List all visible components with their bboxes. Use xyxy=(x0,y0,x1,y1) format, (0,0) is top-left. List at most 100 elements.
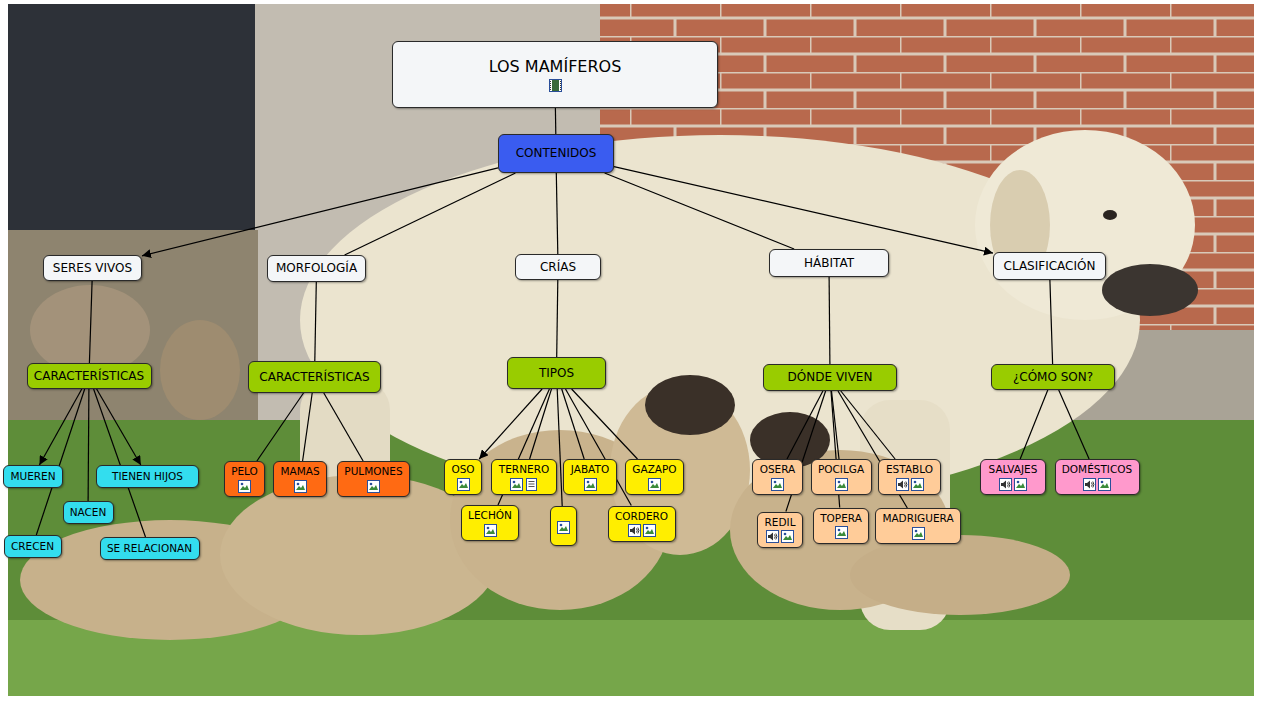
icon-hill xyxy=(586,483,595,488)
concept-label: LECHÓN xyxy=(468,509,512,522)
concept-box: PELO xyxy=(224,461,265,497)
img-icon xyxy=(835,526,848,539)
icon-frame xyxy=(649,478,661,490)
snd-icon xyxy=(896,478,909,491)
concept-label: POCILGA xyxy=(818,463,864,476)
resource-icons xyxy=(766,530,794,543)
resource-icons xyxy=(896,478,924,491)
icon-hill xyxy=(512,483,521,488)
connector xyxy=(97,389,141,465)
icon-sun xyxy=(913,480,916,483)
icon-sun xyxy=(241,482,244,485)
concept-box: ESTABLO xyxy=(878,459,941,495)
icon-frame xyxy=(643,525,655,537)
puppy-head xyxy=(645,375,735,435)
img-icon xyxy=(771,478,784,491)
icon-speaker xyxy=(1085,480,1090,488)
concept-box: SERES VIVOS xyxy=(43,255,142,281)
connector xyxy=(142,168,498,256)
icon-frame xyxy=(767,531,779,543)
grass xyxy=(8,420,1254,696)
icon-waves xyxy=(1008,481,1010,487)
resource-icons xyxy=(367,480,380,493)
icon-frame xyxy=(294,480,306,492)
icon-frame xyxy=(912,527,924,539)
icon-sun xyxy=(513,480,516,483)
img-icon xyxy=(781,530,794,543)
icon-frame xyxy=(1000,478,1012,490)
connector xyxy=(555,108,557,134)
snd-icon xyxy=(1083,478,1096,491)
icon-sun xyxy=(586,480,589,483)
icon-sun xyxy=(1017,480,1020,483)
concept-label: NACEN xyxy=(70,506,107,519)
icon-sun xyxy=(559,523,562,526)
connector xyxy=(89,281,92,363)
icon-frame xyxy=(511,478,523,490)
concept-box: PULMONES xyxy=(337,461,410,497)
icon-hill xyxy=(1016,483,1025,488)
img-icon xyxy=(510,478,523,491)
connector xyxy=(614,167,993,253)
resource-icons xyxy=(1083,478,1111,491)
icon-speaker xyxy=(630,527,635,535)
concept-label: SE RELACIONAN xyxy=(107,542,192,555)
concept-box xyxy=(550,506,577,546)
concept-box: TIENEN HIJOS xyxy=(96,465,199,488)
concept-box: CORDERO xyxy=(608,506,676,542)
icon-frame xyxy=(772,478,784,490)
icon-lines xyxy=(529,481,535,486)
concept-box: TOPERA xyxy=(813,508,869,544)
logs xyxy=(8,230,258,430)
connector xyxy=(605,173,795,249)
icon-sun xyxy=(370,482,373,485)
icon-sun xyxy=(296,482,299,485)
icon-frame xyxy=(911,478,923,490)
concept-box: SE RELACIONAN xyxy=(100,537,200,560)
concept-box: MADRIGUERA xyxy=(875,508,961,544)
icon-frame xyxy=(896,478,908,490)
icon-hill xyxy=(369,485,378,490)
icon-frame xyxy=(835,478,847,490)
resource-icons xyxy=(457,478,470,491)
icon-sun xyxy=(1101,480,1104,483)
film-icon xyxy=(549,79,562,92)
connector xyxy=(828,277,830,364)
concept-label: OSERA xyxy=(760,463,796,476)
icon-sun xyxy=(784,533,787,536)
icon-perforation xyxy=(550,81,560,90)
concept-box: CARACTERÍSTICAS xyxy=(27,363,152,389)
concept-box: GAZAPO xyxy=(625,459,684,495)
concept-box: LECHÓN xyxy=(461,505,519,541)
concept-box: CONTENIDOS xyxy=(498,134,614,173)
icon-frame xyxy=(1084,478,1096,490)
resource-icons xyxy=(628,524,656,537)
concept-label: CRECEN xyxy=(11,540,54,553)
concept-label: HÁBITAT xyxy=(804,256,854,270)
concept-label: JABATO xyxy=(571,463,609,476)
icon-speaker xyxy=(898,480,903,488)
icon-hill xyxy=(773,483,782,488)
connector xyxy=(257,393,304,461)
concept-label: OSO xyxy=(451,463,474,476)
connector xyxy=(556,173,558,254)
concept-label: TERNERO xyxy=(499,463,549,476)
icon-hill xyxy=(783,535,792,540)
concept-box: MAMAS xyxy=(273,461,327,497)
concept-label: ¿CÓMO SON? xyxy=(1013,370,1093,384)
photo-ground xyxy=(8,4,1254,696)
concept-box: DOMÉSTICOS xyxy=(1055,459,1140,495)
icon-film xyxy=(552,80,559,91)
concept-label: TIPOS xyxy=(539,366,574,380)
icon-sun xyxy=(486,526,489,529)
log-end xyxy=(160,320,240,420)
concept-box: MUEREN xyxy=(3,465,63,488)
snd-icon xyxy=(999,478,1012,491)
concept-label: TOPERA xyxy=(820,512,862,525)
icon-hill xyxy=(650,483,659,488)
doc-icon xyxy=(525,478,538,491)
icon-sun xyxy=(914,529,917,532)
icon-sun xyxy=(651,480,654,483)
concept-box: HÁBITAT xyxy=(769,249,889,277)
concept-label: PELO xyxy=(231,465,258,478)
